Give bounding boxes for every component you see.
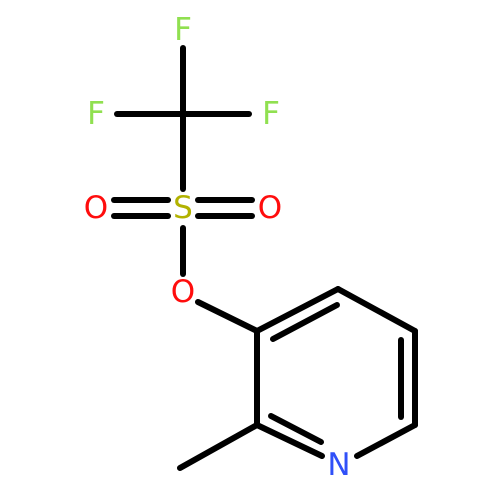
bond-c3-c4-inner [270, 302, 340, 342]
atom-f-top: F [174, 12, 192, 48]
bond-n-c2-inner [268, 413, 324, 445]
atom-labels: F F F S O O O N [84, 12, 351, 483]
bond-n-c2 [254, 422, 325, 459]
atom-f-right: F [262, 96, 280, 132]
atom-n: N [327, 447, 350, 483]
atom-o-left: O [84, 190, 108, 226]
atom-o-ester: O [171, 274, 195, 310]
bonds [111, 45, 418, 471]
bond-c3-c4 [254, 286, 341, 334]
atom-f-left: F [87, 96, 105, 132]
bond-o-ring [195, 299, 260, 334]
atom-s: S [173, 190, 193, 226]
bond-c4-c5 [335, 286, 418, 334]
bond-c2-methyl [177, 422, 260, 471]
atom-o-right: O [258, 190, 282, 226]
bond-c6-n [354, 422, 418, 459]
